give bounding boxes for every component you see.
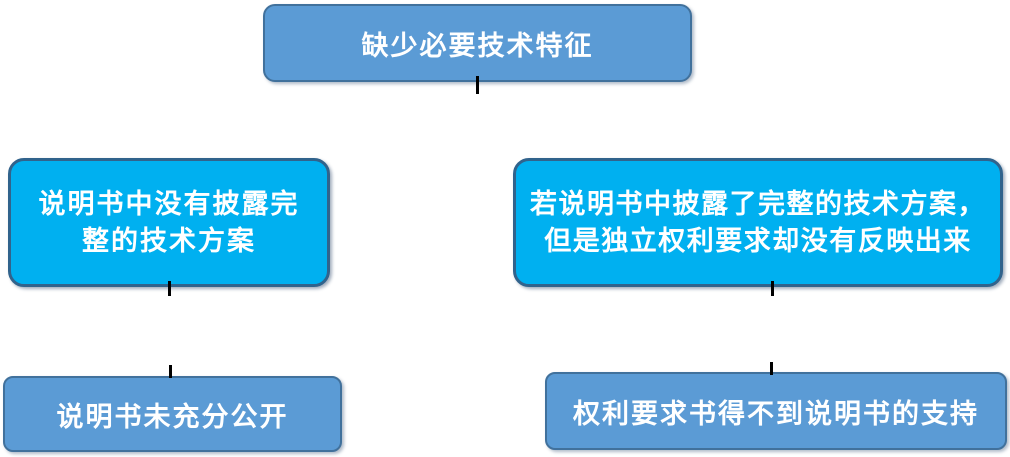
node-bottom-right: 权利要求书得不到说明书的支持	[545, 372, 1007, 450]
node-middle-left-label-line2: 整的技术方案	[82, 225, 256, 256]
connector-stub-bottom-right-top	[770, 362, 773, 375]
node-top-label: 缺少必要技术特征	[361, 30, 594, 61]
node-middle-left-label-line1: 说明书中没有披露完	[38, 188, 300, 219]
node-top: 缺少必要技术特征	[263, 4, 692, 82]
node-bottom-left: 说明书未充分公开	[3, 376, 342, 452]
connector-stub-middle-left-bottom	[168, 281, 171, 296]
connector-stub-middle-right-bottom	[771, 281, 774, 296]
node-middle-right-label-line2: 但是独立权利要求却没有反映出来	[544, 225, 972, 256]
connector-stub-bottom-left-top	[169, 365, 172, 378]
node-middle-left: 说明书中没有披露完 整的技术方案	[8, 158, 330, 287]
connector-stub-top	[476, 76, 479, 94]
node-middle-right: 若说明书中披露了完整的技术方案， 但是独立权利要求却没有反映出来	[513, 158, 1003, 287]
node-bottom-left-label: 说明书未充分公开	[56, 401, 289, 432]
node-middle-right-label-line1: 若说明书中披露了完整的技术方案，	[530, 188, 986, 219]
node-bottom-right-label: 权利要求书得不到说明书的支持	[573, 398, 979, 429]
